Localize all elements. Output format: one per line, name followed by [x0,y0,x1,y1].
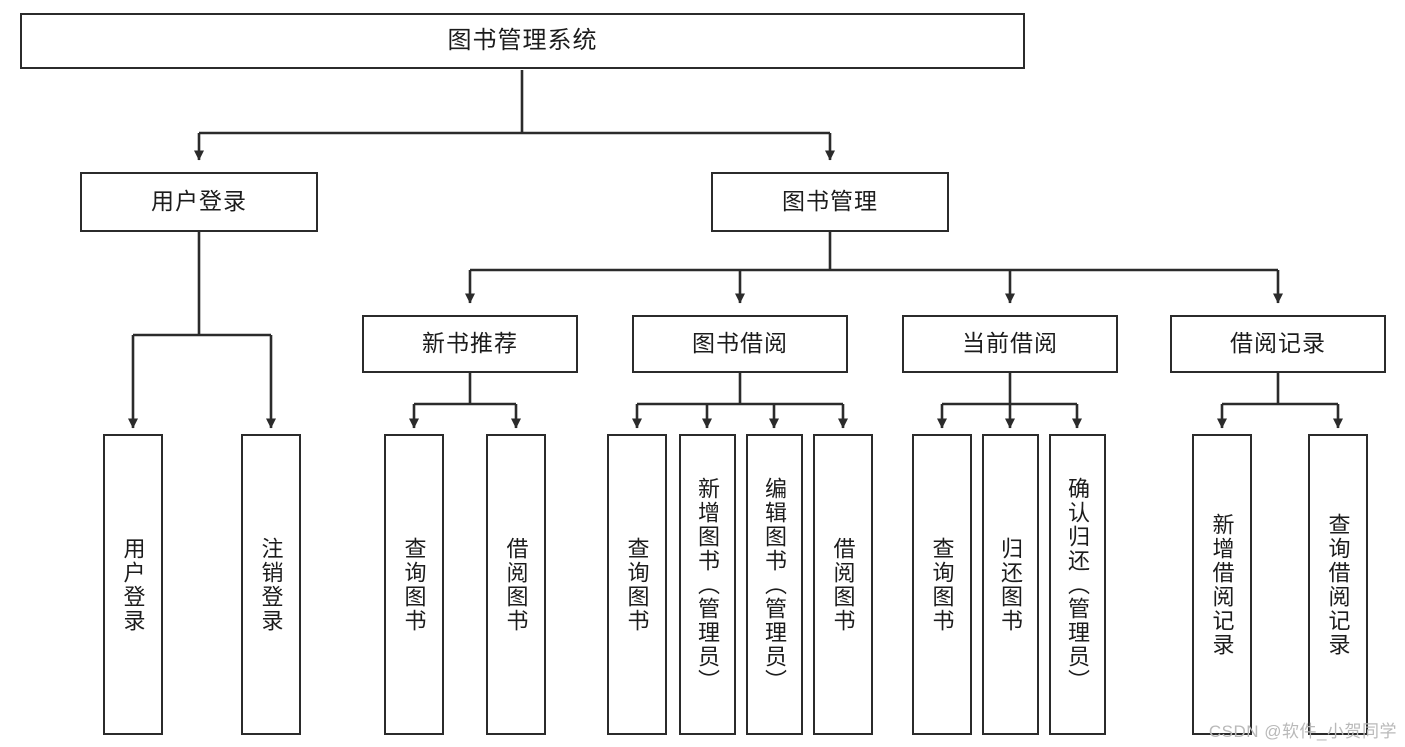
node-leaf-confirm-return[interactable]: 确认归还（管理员） [1049,434,1106,735]
node-leaf-borrow-book-1-label: 借阅图书 [503,536,529,633]
node-leaf-borrow-book-2-label: 借阅图书 [830,536,856,633]
node-leaf-return-book-label: 归还图书 [998,536,1024,633]
node-leaf-query-book-1[interactable]: 查询图书 [384,434,444,735]
node-leaf-add-book-label: 新增图书（管理员） [695,476,721,693]
node-root[interactable]: 图书管理系统 [20,13,1025,69]
node-leaf-query-book-3-label: 查询图书 [929,536,955,633]
node-leaf-logout-label: 注销登录 [258,536,284,633]
node-leaf-query-book-3[interactable]: 查询图书 [912,434,972,735]
node-leaf-add-record[interactable]: 新增借阅记录 [1192,434,1252,735]
node-leaf-query-book-1-label: 查询图书 [401,536,427,633]
node-book-manage[interactable]: 图书管理 [711,172,949,232]
node-book-borrow[interactable]: 图书借阅 [632,315,848,373]
node-borrow-record[interactable]: 借阅记录 [1170,315,1386,373]
node-new-book-rec[interactable]: 新书推荐 [362,315,578,373]
node-leaf-query-book-2[interactable]: 查询图书 [607,434,667,735]
node-leaf-add-book[interactable]: 新增图书（管理员） [679,434,736,735]
node-leaf-borrow-book-2[interactable]: 借阅图书 [813,434,873,735]
node-leaf-borrow-book-1[interactable]: 借阅图书 [486,434,546,735]
node-leaf-user-login[interactable]: 用户登录 [103,434,163,735]
node-leaf-query-record[interactable]: 查询借阅记录 [1308,434,1368,735]
node-leaf-edit-book[interactable]: 编辑图书（管理员） [746,434,803,735]
node-leaf-logout[interactable]: 注销登录 [241,434,301,735]
node-leaf-query-book-2-label: 查询图书 [624,536,650,633]
node-leaf-return-book[interactable]: 归还图书 [982,434,1039,735]
node-leaf-edit-book-label: 编辑图书（管理员） [762,476,788,693]
node-leaf-add-record-label: 新增借阅记录 [1209,512,1235,657]
csdn-watermark: CSDN @软件_小贺同学 [1208,722,1397,741]
node-user-login[interactable]: 用户登录 [80,172,318,232]
node-leaf-query-record-label: 查询借阅记录 [1325,512,1351,657]
node-current-borrow[interactable]: 当前借阅 [902,315,1118,373]
node-leaf-user-login-label: 用户登录 [120,536,146,633]
node-leaf-confirm-return-label: 确认归还（管理员） [1065,476,1091,693]
